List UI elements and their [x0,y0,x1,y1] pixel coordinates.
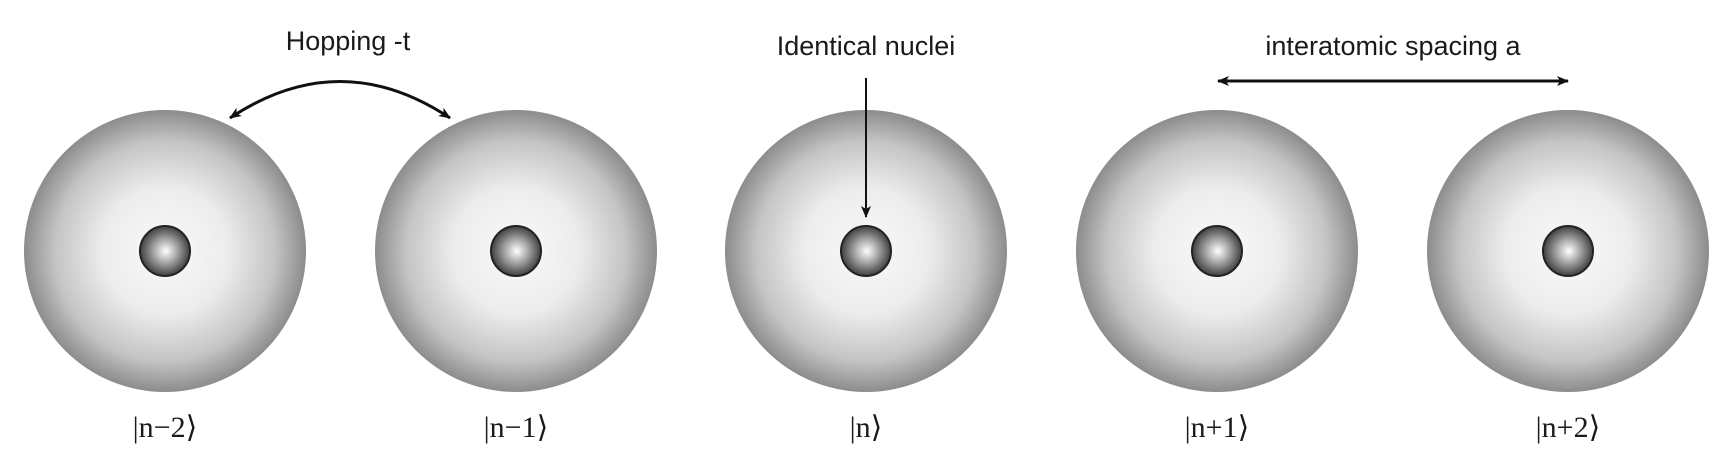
atom-n-minus-2: |n−2⟩ [24,110,306,444]
atom-n-plus-2: |n+2⟩ [1427,110,1709,444]
nucleus [840,225,892,277]
ket-label: |n+1⟩ [1185,411,1250,444]
ket-label: |n−1⟩ [484,411,549,444]
spacing-annotation: interatomic spacing a [1217,31,1569,86]
nuclei-label: Identical nuclei [777,31,956,61]
nucleus [490,225,542,277]
hopping-double-arrow [229,80,451,120]
ket-label: |n⟩ [850,411,883,444]
atom-n-plus-1: |n+1⟩ [1076,110,1358,444]
nuclei-annotation: Identical nuclei [777,31,956,218]
hopping-label: Hopping -t [286,26,411,56]
spacing-label: interatomic spacing a [1265,31,1521,61]
nucleus [139,225,191,277]
ket-label: |n+2⟩ [1536,411,1601,444]
nucleus [1191,225,1243,277]
nucleus [1542,225,1594,277]
hopping-annotation: Hopping -t [229,26,451,120]
ket-label: |n−2⟩ [133,411,198,444]
atom-n-minus-1: |n−1⟩ [375,110,657,444]
atom-n: |n⟩ [725,110,1007,444]
